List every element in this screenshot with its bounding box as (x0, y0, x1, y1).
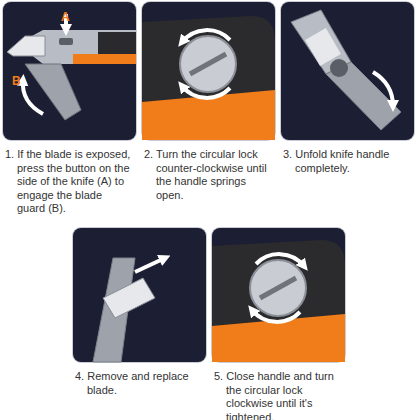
step-text: 1. If the blade is exposed, press the bu… (5, 148, 133, 216)
callout-letter: A (61, 10, 70, 24)
step-panel: 4. Remove and replace blade. (73, 228, 206, 362)
step-text: 3. Unfold knife handle completely. (283, 148, 411, 175)
step-text: 5. Close handle and turn the circular lo… (214, 370, 342, 420)
step-panel: 2. Turn the circular lock counter-clockw… (142, 2, 275, 140)
step-panel: 3. Unfold knife handle completely. (281, 2, 414, 140)
callout-letter: B (12, 74, 21, 88)
step-panel: 5. Close handle and turn the circular lo… (212, 228, 345, 362)
step-text: 4. Remove and replace blade. (75, 370, 203, 397)
step-text: 2. Turn the circular lock counter-clockw… (144, 148, 272, 202)
